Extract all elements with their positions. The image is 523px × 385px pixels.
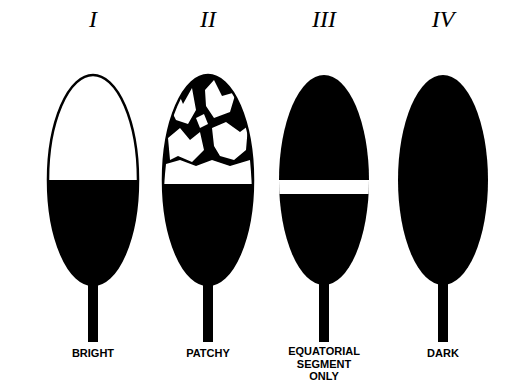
dark-head [398,75,488,342]
category-label: EQUATORIAL SEGMENT ONLY [284,345,364,383]
category-label: DARK [403,347,483,360]
category-label: PATCHY [168,347,248,360]
column-numeral: I [63,6,123,32]
equatorial-head [270,75,380,342]
column-numeral: IV [413,6,473,32]
column-numeral: II [178,6,238,32]
patchy-head [163,75,253,342]
category-label: BRIGHT [53,347,133,360]
column-numeral: III [294,6,354,32]
bright-head [40,75,150,342]
